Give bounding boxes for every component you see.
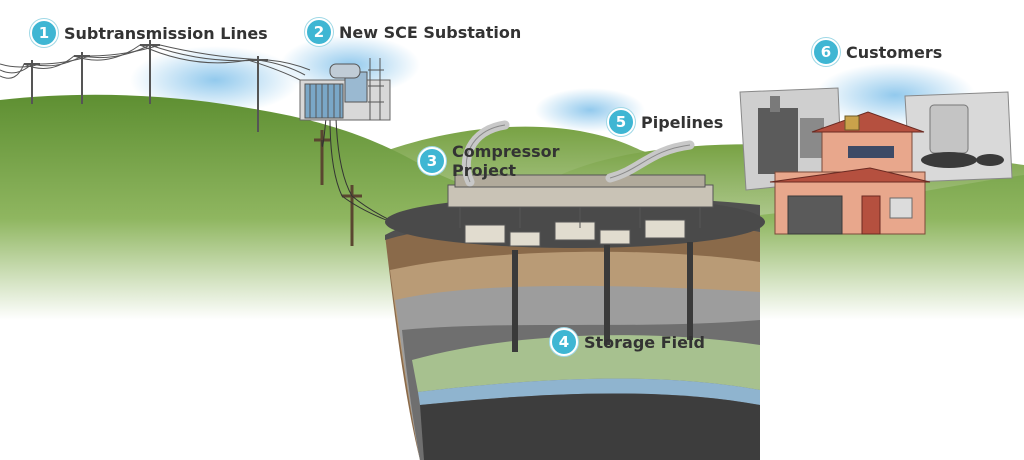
substation-illustration: [299, 58, 391, 121]
callout-new-sce-substation: 2 New SCE Substation: [305, 18, 521, 46]
customer-furnace-panel: [739, 87, 843, 191]
callout-number-badge: 5: [607, 108, 635, 136]
subtransmission-lines: [0, 40, 311, 132]
callout-number-badge: 4: [550, 328, 578, 356]
callout-storage-field: 4 Storage Field: [550, 328, 705, 356]
callout-label: New SCE Substation: [339, 22, 522, 42]
customer-house: [769, 111, 931, 235]
callout-pipelines: 5 Pipelines: [607, 108, 723, 136]
compressor-illustration: [447, 174, 714, 247]
callout-label: Storage Field: [584, 332, 705, 352]
callout-label: Customers: [846, 42, 943, 62]
callout-label: Compressor Project: [452, 142, 560, 180]
callout-number-badge: 6: [812, 38, 840, 66]
callout-number-badge: 2: [305, 18, 333, 46]
callout-subtransmission-lines: 1 Subtransmission Lines: [30, 19, 268, 47]
callout-label: Subtransmission Lines: [64, 23, 268, 43]
callout-customers: 6 Customers: [812, 38, 942, 66]
callout-compressor-project: 3 Compressor Project: [418, 142, 562, 180]
callout-label: Pipelines: [641, 112, 724, 132]
callout-number-badge: 1: [30, 19, 58, 47]
callout-number-badge: 3: [418, 147, 446, 175]
customer-stove-panel: [904, 91, 1013, 183]
